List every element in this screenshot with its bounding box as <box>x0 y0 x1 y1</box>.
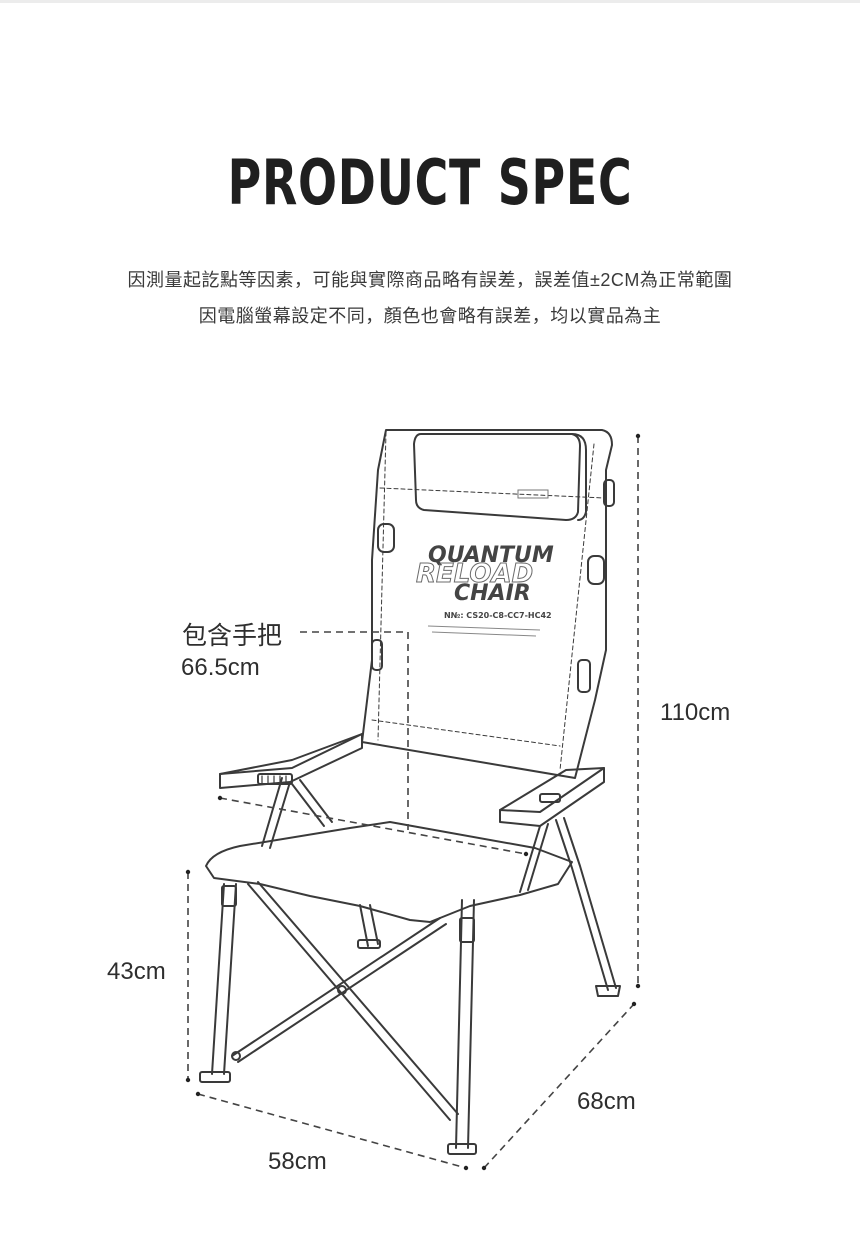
rear-leg <box>595 985 621 997</box>
armrest-left <box>219 733 363 789</box>
brand-tag <box>517 489 549 499</box>
tolerance-note: 因測量起訖點等因素，可能與實際商品略有誤差，誤差值±2CM為正常範圍 <box>127 270 733 290</box>
seat <box>205 821 573 923</box>
print-overlay: RELOAD <box>416 559 533 589</box>
top-divider <box>0 0 860 3</box>
armrest-right <box>499 767 605 827</box>
backrest <box>361 429 613 779</box>
front-leg-left <box>211 883 237 1075</box>
total-height-label: 110cm <box>660 699 731 726</box>
color-note: 因電腦螢幕設定不同，顏色也會略有誤差，均以實品為主 <box>198 306 662 326</box>
width-label: 58cm <box>268 1148 327 1175</box>
chair-print: QUANTUM RELOAD CHAIR N№: CS20-C8-CC7-HC4… <box>416 489 554 637</box>
depth-label: 68cm <box>577 1088 636 1115</box>
handle-label: 包含手把 <box>182 622 283 650</box>
loop-left <box>377 523 395 553</box>
print-model: N№: CS20-C8-CC7-HC42 <box>444 611 552 620</box>
dim-line-handle-base <box>219 797 527 855</box>
print-chair: CHAIR <box>454 581 531 606</box>
handle-height-label: 66.5cm <box>181 654 260 681</box>
x-brace <box>247 881 459 1121</box>
front-leg-right <box>455 899 475 1149</box>
dim-line-depth <box>483 1003 635 1169</box>
page-title: PRODUCT SPEC <box>227 146 633 219</box>
headrest-pillow <box>413 433 581 521</box>
dim-line-width <box>197 1093 467 1169</box>
loop-right <box>587 555 605 585</box>
print-quantum: QUANTUM <box>428 543 554 568</box>
seat-height-label: 43cm <box>107 958 166 985</box>
